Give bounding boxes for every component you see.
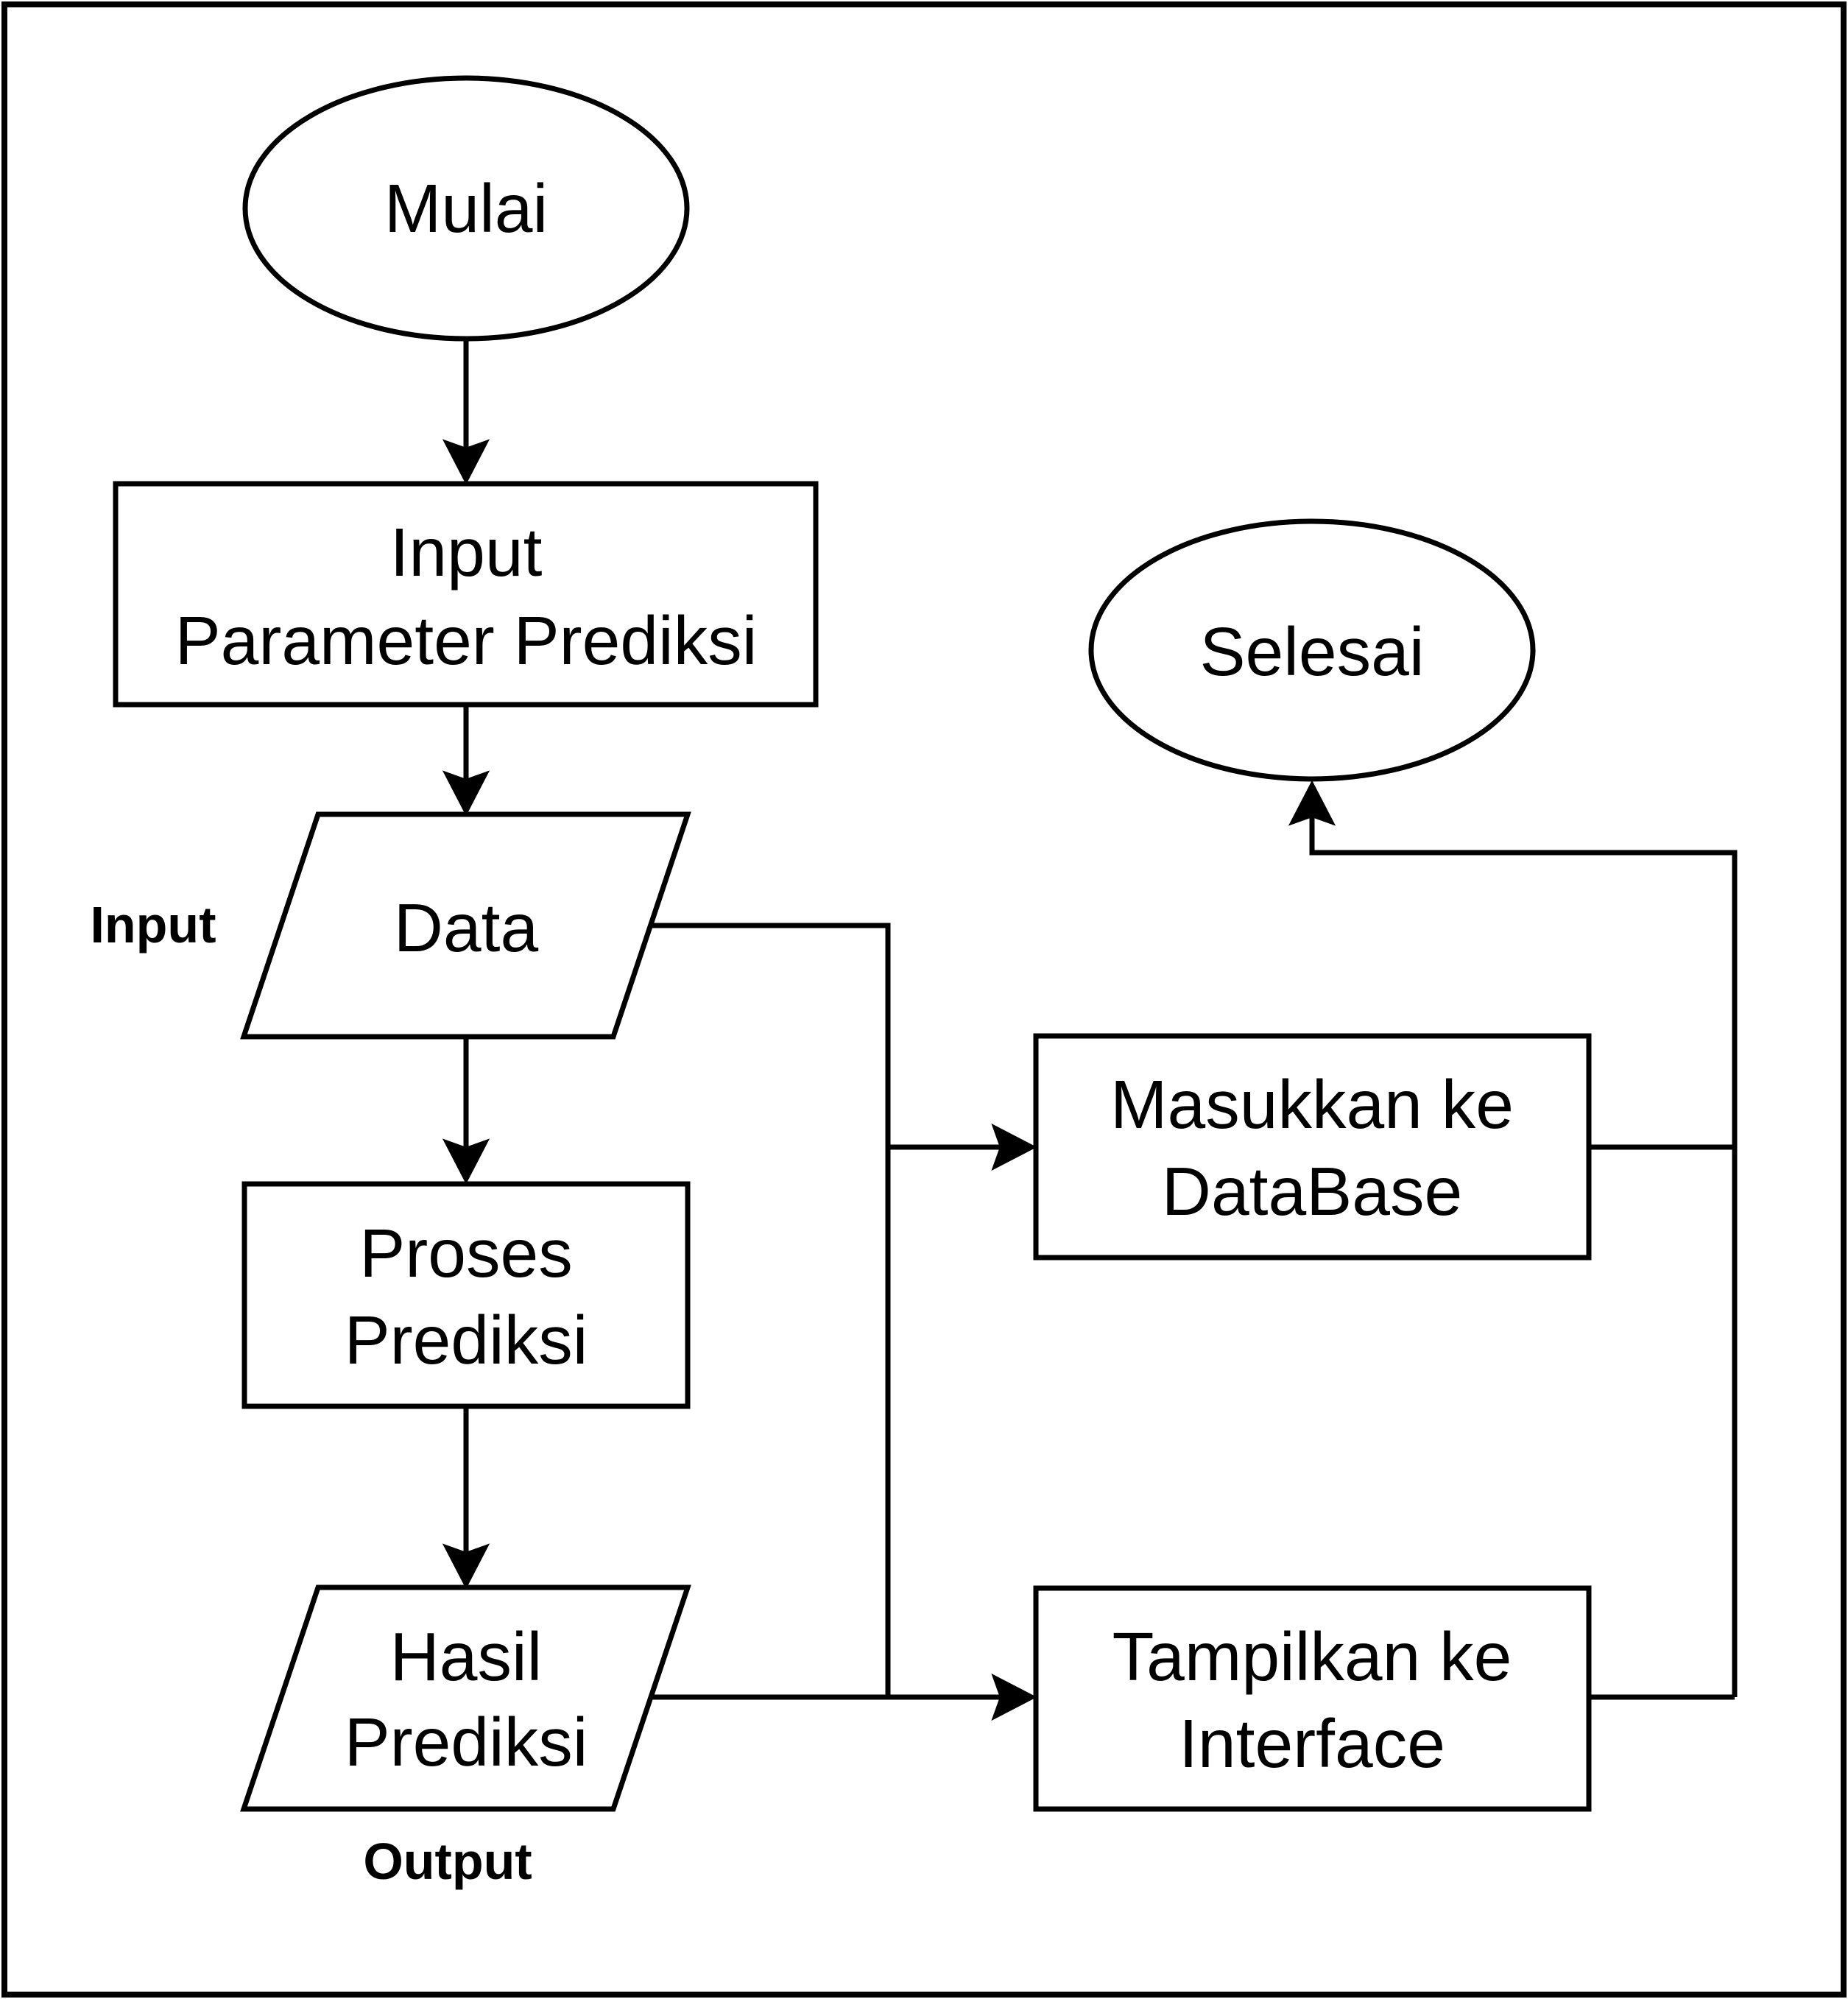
arrowhead-input bbox=[442, 439, 490, 485]
arrowhead-database bbox=[991, 1123, 1037, 1171]
arrowhead-proses bbox=[442, 1138, 490, 1185]
data-text: Data bbox=[394, 889, 539, 966]
proses-line2: Prediksi bbox=[345, 1302, 588, 1378]
hasil-line1: Hasil bbox=[390, 1618, 543, 1695]
tampil-line2: Interface bbox=[1179, 1705, 1445, 1782]
input-parameter-line2: Parameter Prediksi bbox=[175, 602, 758, 679]
arrowhead-selesai bbox=[1288, 780, 1336, 826]
node-tampilkan-interface: Tampilkan ke Interface bbox=[1033, 1585, 1592, 1812]
connectors bbox=[442, 340, 1738, 1721]
node-masukkan-database: Masukkan ke DataBase bbox=[1033, 1033, 1592, 1261]
input-parameter-line1: Input bbox=[390, 514, 543, 590]
input-annotation: Input bbox=[90, 896, 216, 953]
mulai-text: Mulai bbox=[384, 170, 548, 247]
hasil-line2: Prediksi bbox=[345, 1704, 588, 1780]
output-annotation: Output bbox=[363, 1833, 532, 1890]
node-proses-prediksi: Proses Prediksi bbox=[241, 1181, 691, 1409]
node-mulai: Mulai bbox=[242, 75, 690, 342]
connector-to-selesai bbox=[1309, 816, 1738, 1697]
database-line2: DataBase bbox=[1162, 1153, 1462, 1230]
node-selesai: Selesai bbox=[1088, 518, 1536, 782]
proses-line1: Proses bbox=[359, 1215, 572, 1291]
arrowhead-data bbox=[442, 770, 490, 817]
node-input-parameter: Input Parameter Prediksi bbox=[113, 481, 819, 708]
database-line1: Masukkan ke bbox=[1110, 1066, 1514, 1143]
node-data: Data bbox=[240, 811, 691, 1040]
arrowhead-tampil bbox=[991, 1673, 1037, 1721]
connector-data-bus bbox=[650, 923, 891, 1697]
tampil-line1: Tampilkan ke bbox=[1112, 1618, 1512, 1695]
selesai-text: Selesai bbox=[1199, 613, 1424, 690]
arrowhead-hasil bbox=[442, 1543, 490, 1590]
node-hasil-prediksi: Hasil Prediksi bbox=[240, 1584, 691, 1812]
